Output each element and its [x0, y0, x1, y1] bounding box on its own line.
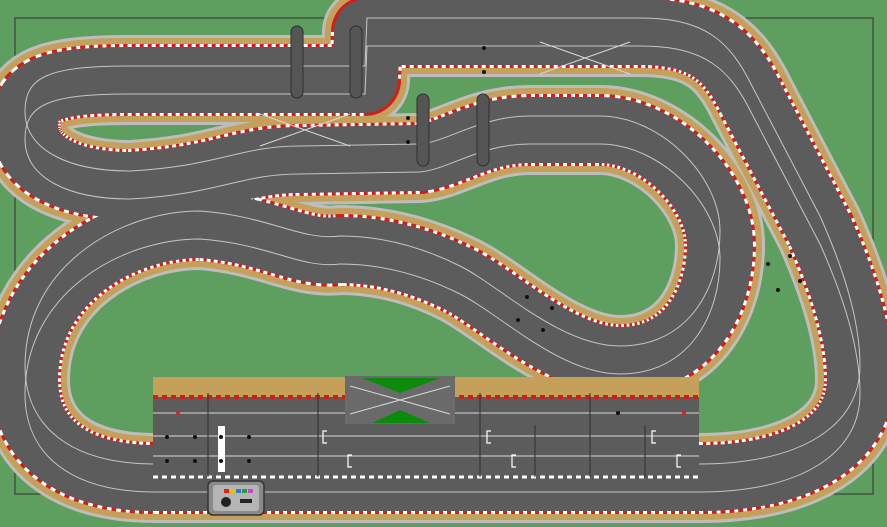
upper-straight-crossover	[259, 41, 631, 147]
grid-position-marker-icon	[193, 459, 197, 463]
grid-position-marker-icon	[165, 435, 169, 439]
bridge-pillar-icon	[476, 93, 490, 167]
grid-position-marker-icon	[247, 459, 251, 463]
red-lap-markers	[176, 411, 686, 415]
lane-crossover-icon	[259, 113, 351, 147]
track-bracket-marks	[322, 430, 681, 468]
start-finish-line-icon	[218, 426, 225, 472]
grid-position-marker-icon	[219, 435, 223, 439]
grid-position-marker-icon	[193, 435, 197, 439]
lane-crossover-icon	[539, 41, 631, 75]
powerbase-controller-icon	[207, 480, 265, 516]
grid-position-marker-icon	[247, 435, 251, 439]
bridge-pillar-icon	[416, 93, 430, 167]
infield-crossover	[345, 376, 455, 424]
grid-position-marker-icon	[165, 459, 169, 463]
bridge-pillars	[290, 25, 490, 167]
grid-position-markers	[165, 46, 802, 463]
grid-position-marker-icon	[219, 459, 223, 463]
lane-crossover-icon	[349, 385, 451, 415]
bridge-pillar-icon	[349, 25, 363, 99]
bridge-pillar-icon	[290, 25, 304, 99]
